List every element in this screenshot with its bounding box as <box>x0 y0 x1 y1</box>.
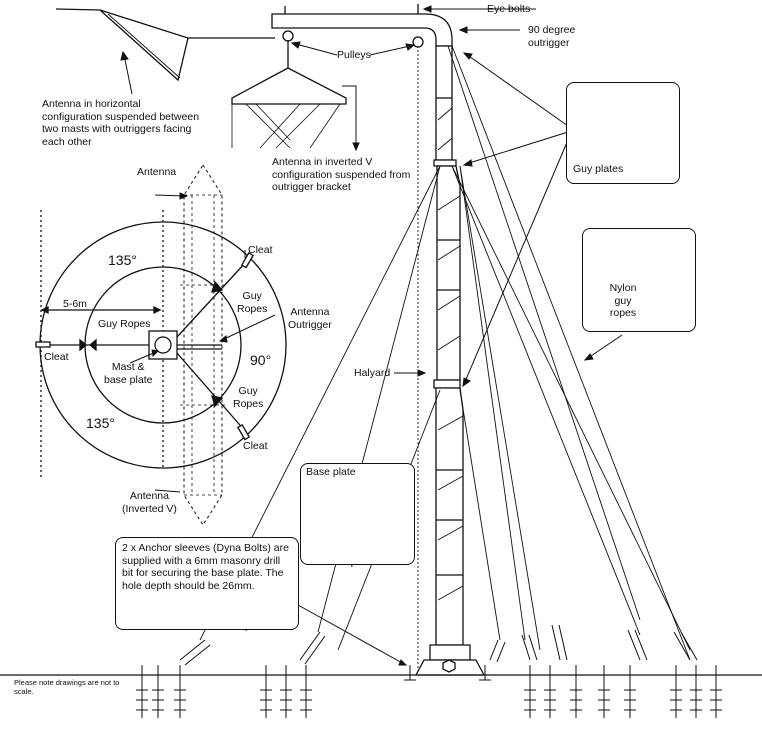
label-halyard: Halyard <box>354 367 391 379</box>
label-pulleys: Pulleys <box>337 49 371 61</box>
mast-and-outrigger-drawing <box>271 4 486 676</box>
label-guy-ropes-top: Guy Ropes <box>237 290 268 315</box>
anchor-note-box <box>115 537 299 630</box>
label-scale-note: Please note drawings are not to scale. <box>14 678 120 696</box>
label-antenna-inverted-v: Antenna in inverted V configuration susp… <box>272 156 411 194</box>
base-plate-box <box>300 463 415 565</box>
label-distance: 5-6m <box>63 298 87 310</box>
label-anchor-note: 2 x Anchor sleeves (Dyna Bolts) are supp… <box>122 542 289 592</box>
label-guy-ropes-bottom: Guy Ropes <box>233 385 264 410</box>
label-antenna-outrigger: Antenna Outrigger <box>288 306 332 331</box>
guy-plates-box <box>566 82 680 184</box>
leader-arrows <box>120 5 623 666</box>
ground-stakes-drawing <box>136 624 722 718</box>
label-plan-antenna-top: Antenna <box>137 166 177 178</box>
horizontal-antenna-drawing <box>55 8 275 82</box>
label-angle-top: 135° <box>108 252 137 268</box>
label-angle-right: 90° <box>250 352 272 368</box>
label-angle-bottom: 135° <box>86 415 115 431</box>
label-guy-ropes-left: Guy Ropes <box>98 318 151 330</box>
nylon-ropes-box <box>582 228 696 332</box>
label-plan-antenna-bottom: Antenna (Inverted V) <box>122 490 177 515</box>
label-cleat-bottom: Cleat <box>243 440 268 452</box>
label-mast-base-plate: Mast & base plate <box>104 361 153 386</box>
label-guy-plates: Guy plates <box>573 163 624 175</box>
label-90-degree-outrigger: 90 degree outrigger <box>528 24 576 49</box>
label-eye-bolts: Eye bolts <box>487 3 531 15</box>
inverted-v-antenna-drawing <box>231 40 347 149</box>
label-base-plate: Base plate <box>306 466 356 478</box>
label-cleat-left: Cleat <box>44 351 69 363</box>
label-nylon-guy-ropes: Nylon guy ropes <box>609 282 637 320</box>
plan-view-drawing <box>35 164 287 526</box>
label-cleat-top: Cleat <box>248 244 273 256</box>
label-antenna-horizontal: Antenna in horizontal configuration susp… <box>42 98 200 148</box>
